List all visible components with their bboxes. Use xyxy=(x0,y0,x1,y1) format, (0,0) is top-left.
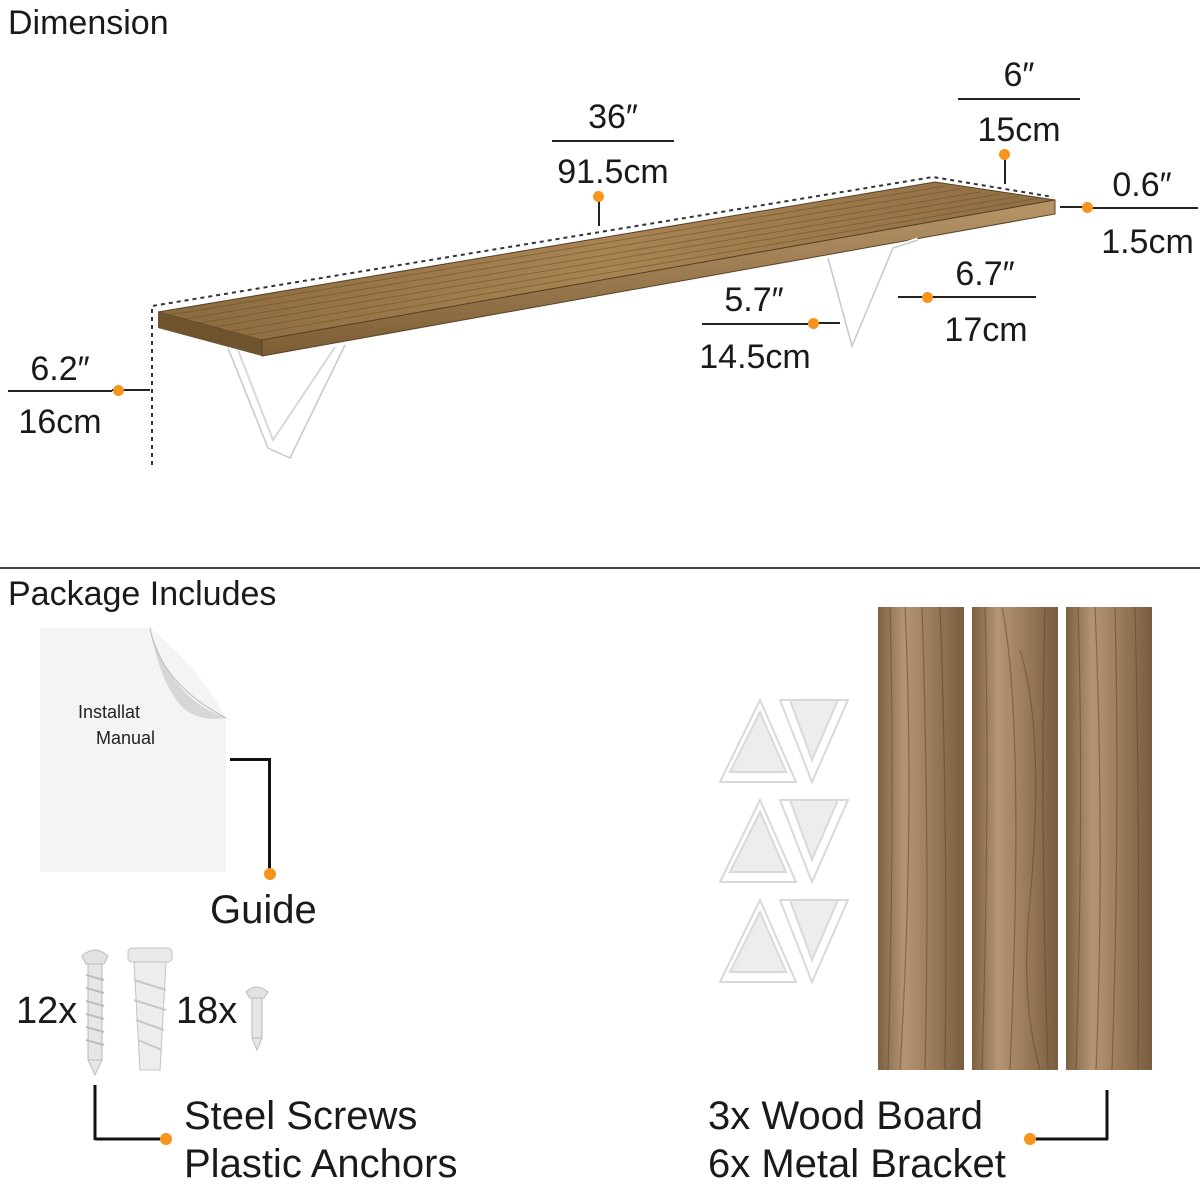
bracket-height-marker xyxy=(922,292,933,303)
bracket-depth-cm: 14.5cm xyxy=(699,338,811,376)
height-leader xyxy=(112,389,150,391)
depth-divider xyxy=(958,98,1080,100)
length-cm: 91.5cm xyxy=(557,153,669,191)
dimension-title: Dimension xyxy=(8,4,169,42)
bracket-depth-marker xyxy=(808,318,819,329)
thickness-marker xyxy=(1082,202,1093,213)
bracket-height-leader xyxy=(898,296,936,298)
section-divider xyxy=(0,567,1200,569)
guide-label: Guide xyxy=(210,888,317,932)
height-inch: 6.2″ xyxy=(30,350,90,388)
hardware-line2: Plastic Anchors xyxy=(184,1142,458,1186)
thickness-divider xyxy=(1092,207,1198,209)
depth-cm: 15cm xyxy=(977,111,1061,149)
height-marker xyxy=(113,385,124,396)
bracket-depth-inch: 5.7″ xyxy=(724,281,784,319)
depth-marker xyxy=(999,149,1010,160)
height-divider xyxy=(8,390,112,392)
depth-inch: 6″ xyxy=(1003,56,1035,94)
boards-marker xyxy=(1024,1133,1036,1145)
screw-icon xyxy=(81,949,109,1077)
bracket-height-inch: 6.7″ xyxy=(955,255,1015,293)
anchors-count: 18x xyxy=(176,990,238,1032)
bracket-height-cm: 17cm xyxy=(944,311,1028,349)
wood-board-icon xyxy=(878,606,1152,1071)
manual-page-icon: Installat Manual xyxy=(40,628,226,872)
length-inch: 36″ xyxy=(588,98,638,136)
thickness-inch: 0.6″ xyxy=(1112,166,1172,204)
bracket-depth-divider xyxy=(702,323,808,325)
anchor-icon xyxy=(127,947,173,1071)
bracket-icon xyxy=(718,697,850,985)
package-title: Package Includes xyxy=(8,575,277,613)
guide-marker xyxy=(264,868,276,880)
hardware-marker xyxy=(160,1133,172,1145)
length-marker xyxy=(593,191,604,202)
manual-label-line2: Manual xyxy=(96,728,156,748)
screws-count: 12x xyxy=(16,990,78,1032)
depth-leader xyxy=(1004,152,1006,184)
small-screw-icon xyxy=(245,986,269,1052)
guide-connector-v xyxy=(268,758,271,874)
guide-connector-h xyxy=(230,758,270,761)
bracket-height-divider xyxy=(936,296,1036,298)
manual-label-line1: Installat xyxy=(78,702,141,722)
boards-line1: 3x Wood Board xyxy=(708,1094,983,1138)
hardware-line1: Steel Screws xyxy=(184,1094,418,1138)
length-leader xyxy=(598,194,600,226)
length-divider xyxy=(552,140,674,142)
shelf-illustration xyxy=(151,175,1056,465)
boards-line2: 6x Metal Bracket xyxy=(708,1142,1006,1186)
bracket-depth-leader xyxy=(808,322,840,324)
thickness-leader xyxy=(1060,206,1090,208)
height-cm: 16cm xyxy=(18,403,102,441)
thickness-cm: 1.5cm xyxy=(1101,223,1194,261)
